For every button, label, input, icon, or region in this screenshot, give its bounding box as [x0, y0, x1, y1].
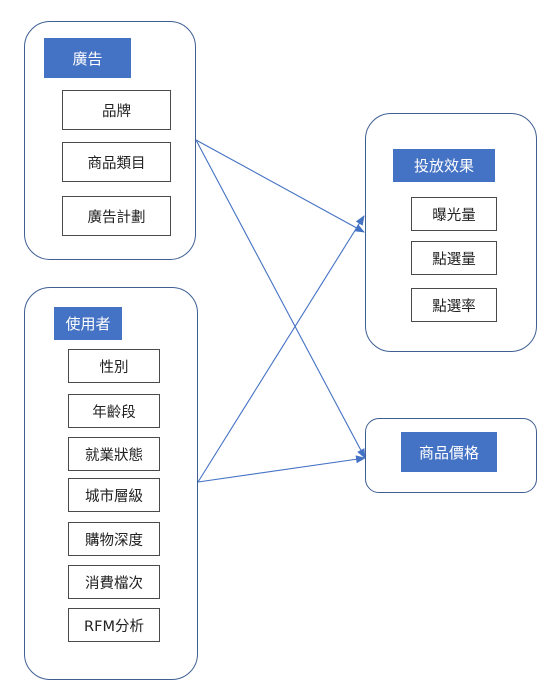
user-item-employment: 就業狀態 [68, 437, 160, 471]
user-item-city-tier: 城市層級 [68, 478, 160, 512]
effect-item-ctr: 點選率 [411, 288, 497, 322]
effect-item-impressions: 曝光量 [411, 197, 497, 231]
ad-item-category: 商品類目 [62, 142, 171, 182]
effect-item-clicks: 點選量 [411, 241, 497, 275]
user-item-gender: 性別 [68, 349, 160, 383]
user-item-spending-tier: 消費檔次 [68, 565, 160, 599]
ad-group-header: 廣告 [44, 38, 131, 78]
ad-item-brand: 品牌 [62, 90, 171, 130]
ad-item-campaign: 廣告計劃 [62, 196, 171, 236]
arrow-ad-to-price [195, 139, 366, 459]
arrow-user-to-price [197, 455, 366, 483]
user-item-shopping-depth: 購物深度 [68, 522, 160, 556]
arrow-user-to-effect [197, 215, 365, 483]
effect-group-header: 投放效果 [393, 149, 495, 182]
user-group-header: 使用者 [54, 307, 122, 340]
price-group-header: 商品價格 [401, 432, 497, 472]
user-item-age: 年齡段 [68, 394, 160, 428]
arrow-ad-to-effect [195, 139, 365, 233]
user-item-rfm: RFM分析 [68, 608, 160, 642]
